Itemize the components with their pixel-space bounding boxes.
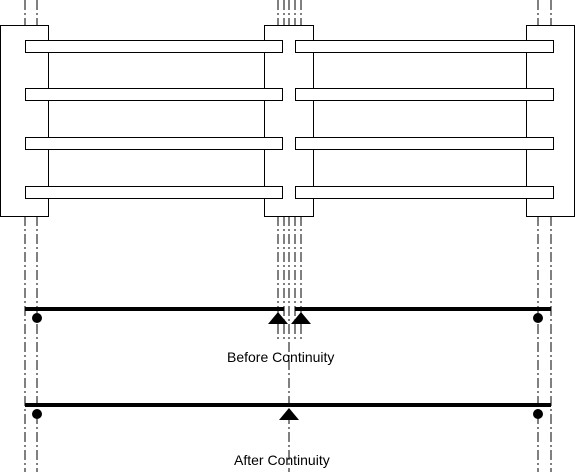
center-pier-cap: [264, 25, 314, 217]
before-continuity-model: [25, 307, 551, 324]
after-continuity-model: [25, 403, 551, 420]
left-pier-cap: [0, 25, 49, 217]
roller-support: [32, 409, 42, 419]
right-span-girder: [295, 137, 554, 150]
left-span-girder: [25, 88, 283, 101]
right-pier-cap: [526, 25, 575, 217]
after-continuity-caption: After Continuity: [234, 452, 330, 468]
roller-support: [32, 313, 42, 323]
right-span-girder: [295, 186, 554, 199]
right-span-girder: [295, 88, 554, 101]
right-span-girder: [295, 40, 554, 53]
left-span-girder: [25, 40, 283, 53]
left-span-girder: [25, 137, 283, 150]
roller-support: [533, 409, 543, 419]
left-span-girder: [25, 186, 283, 199]
pin-support: [279, 408, 299, 420]
plan-view: [0, 25, 575, 217]
before-continuity-caption: Before Continuity: [227, 349, 335, 365]
roller-support: [533, 313, 543, 323]
pin-support: [291, 312, 311, 324]
pin-support: [268, 312, 288, 324]
